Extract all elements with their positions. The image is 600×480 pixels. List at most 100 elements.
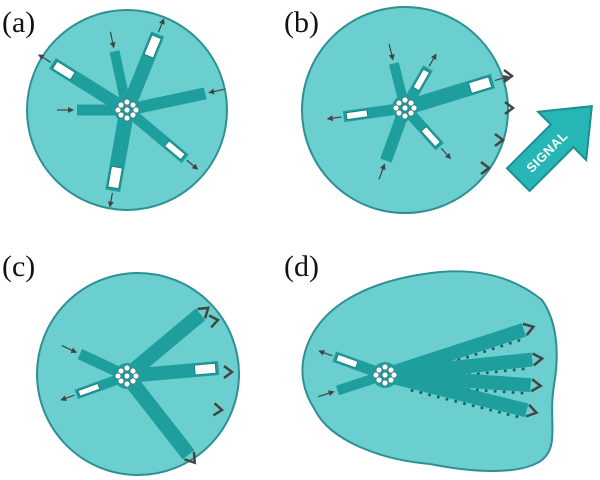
centriole-dot	[123, 106, 131, 114]
centriole-dot	[401, 104, 409, 112]
centriole-dot	[132, 106, 140, 114]
cell-a	[26, 9, 228, 211]
shrink-arrow	[208, 88, 225, 95]
panel-label-a: (a)	[2, 6, 35, 39]
centriole-dot	[407, 99, 415, 107]
filament	[130, 308, 206, 375]
centriole-dot	[117, 367, 125, 375]
centriole-dot	[129, 377, 137, 385]
growth-arrow	[60, 394, 75, 402]
centrosome-b	[392, 95, 418, 121]
filament	[380, 116, 407, 163]
filament-tip	[77, 382, 101, 397]
centriole-dot	[390, 371, 398, 379]
growth-arrow	[107, 192, 114, 208]
stabilizing-cap	[502, 390, 506, 394]
centrosome-a	[114, 97, 140, 123]
filaments-b	[326, 43, 510, 180]
centriole-dot	[372, 371, 380, 379]
membrane-chevron	[208, 314, 221, 329]
filament	[127, 380, 195, 460]
signal-arrow: SIGNAL	[505, 105, 593, 193]
centriole-dot	[375, 376, 383, 384]
filaments-d	[318, 322, 545, 419]
filament-tip	[412, 68, 431, 92]
growth-arrow	[494, 75, 510, 82]
stabilizing-cap	[508, 341, 512, 345]
centriole-dot	[401, 96, 409, 104]
filament	[77, 349, 120, 377]
filament-end-chevron	[530, 378, 543, 393]
stabilizing-cap	[503, 369, 507, 373]
centriole-dot	[129, 101, 137, 109]
stabilizing-cap	[520, 391, 524, 395]
shrink-arrow	[61, 345, 78, 353]
growth-arrow	[440, 147, 452, 160]
stabilizing-cap	[480, 406, 484, 410]
filament	[393, 370, 529, 418]
centriole-dot	[123, 372, 131, 380]
filament	[109, 50, 130, 101]
centriole-dot	[407, 109, 415, 117]
filament-tip	[51, 60, 76, 81]
membrane-chevron	[504, 101, 516, 115]
stabilizing-cap	[466, 355, 470, 359]
centriole-dot	[132, 372, 140, 380]
filament-end-chevron	[531, 352, 545, 367]
centriole-dot	[392, 104, 400, 112]
growth-arrow	[326, 115, 342, 122]
stabilizing-cap	[484, 389, 488, 393]
centriole-dot	[123, 98, 131, 106]
centriole-dot	[123, 114, 131, 122]
filament-end-chevron	[184, 451, 197, 465]
filament	[389, 62, 408, 99]
centriole-dot	[129, 111, 137, 119]
membrane-receptors-b	[480, 69, 516, 175]
stabilizing-cap	[491, 347, 495, 351]
panel-label-d: (d)	[284, 250, 319, 283]
centriole-dot	[114, 372, 122, 380]
stabilizing-cap	[493, 389, 497, 393]
filament-end-chevron	[525, 403, 539, 418]
membrane-chevron	[503, 69, 515, 83]
centriole-dot	[375, 366, 383, 374]
centriole-dot	[117, 377, 125, 385]
centriole-dot	[387, 376, 395, 384]
membrane-chevron	[494, 133, 506, 147]
cell-b	[301, 6, 516, 214]
centriole-dot	[123, 364, 131, 372]
stabilizing-cap	[471, 404, 475, 408]
stabilizing-cap	[494, 370, 498, 374]
centriole-dot	[387, 366, 395, 374]
centriole-dot	[410, 104, 418, 112]
stabilizing-cap	[445, 397, 449, 401]
stabilizing-cap	[489, 408, 493, 412]
stabilizing-cap	[517, 338, 521, 342]
growth-arrow	[186, 159, 199, 170]
centriole-dot	[117, 101, 125, 109]
centriole-dot	[129, 367, 137, 375]
stabilizing-cap	[474, 352, 478, 356]
stabilizing-cap	[483, 350, 487, 354]
shrink-arrow	[318, 390, 335, 398]
stabilizing-cap	[511, 390, 515, 394]
filament-end-chevron	[522, 322, 536, 337]
growth-arrow	[157, 18, 165, 33]
centriole-dot	[114, 106, 122, 114]
filament-tip	[335, 353, 359, 369]
stabilizing-cap	[512, 368, 516, 372]
stabilizing-cap	[515, 415, 519, 419]
signal-arrow-shape	[505, 105, 593, 193]
centriole-dot	[117, 111, 125, 119]
filament-tip	[193, 362, 217, 376]
panel-label-c: (c)	[2, 250, 35, 283]
centriole-dot	[401, 112, 409, 120]
membrane-receptors-c	[208, 314, 235, 417]
growth-arrow	[428, 53, 437, 67]
centriole-dot	[123, 380, 131, 388]
centrosome-d	[372, 362, 398, 388]
stabilizing-cap	[485, 371, 489, 375]
stabilizing-cap	[428, 393, 432, 397]
centriole-dot	[395, 109, 403, 117]
centriole-dot	[381, 371, 389, 379]
